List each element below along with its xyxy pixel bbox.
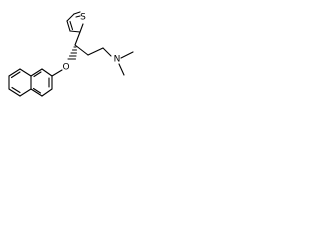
bond-naph-c5-c6	[30, 68, 43, 77]
nitrogen-atom-label: N	[114, 55, 121, 65]
bond-naph-c9-c10	[8, 88, 21, 97]
bond-naph-c6-c1	[41, 68, 53, 77]
stereo-hashed-bond	[67, 46, 78, 60]
oxygen-atom-label: O	[62, 63, 69, 73]
bond-chiral-to-thiophene	[74, 31, 81, 46]
bond-n-methyl-1	[120, 51, 134, 59]
aminopropyl-chain: N	[74, 44, 134, 76]
bond-chain-3	[102, 47, 112, 57]
bond-thiophene-c2-c3	[66, 13, 75, 22]
bond-chain-2	[87, 47, 104, 56]
bond-thiophene-c5-s	[79, 23, 84, 33]
bond-naph-double-4	[10, 71, 21, 79]
bond-thiophene-c4-c5	[69, 30, 81, 33]
bond-chain-1	[74, 44, 89, 56]
bond-naph-double-5	[11, 86, 21, 94]
bond-naph-c5-c7	[19, 68, 32, 77]
sulfur-atom-label: S	[80, 13, 86, 23]
bond-naph-double-2	[32, 87, 42, 94]
bond-naph-c7-c8	[8, 68, 21, 77]
bond-thiophene-c3-c4	[66, 20, 71, 32]
bond-naph-c10-c4	[19, 88, 32, 97]
bond-n-methyl-2	[118, 63, 125, 76]
bond-naph-c3-c4	[30, 88, 43, 97]
naphthalene-ring-system	[8, 68, 53, 97]
bond-naph-double-3	[33, 71, 42, 78]
thiophene-ring: S	[66, 11, 86, 33]
bond-thiophene-s-c2	[73, 11, 81, 15]
bond-thiophene-c2-s-double	[75, 15, 81, 18]
bond-thiophene-c3-c4-double	[69, 20, 74, 31]
bond-naph-c2-c3	[41, 88, 53, 97]
molecule-structure: S N O	[8, 11, 134, 97]
bond-oxygen-to-naphthalene	[51, 69, 63, 77]
